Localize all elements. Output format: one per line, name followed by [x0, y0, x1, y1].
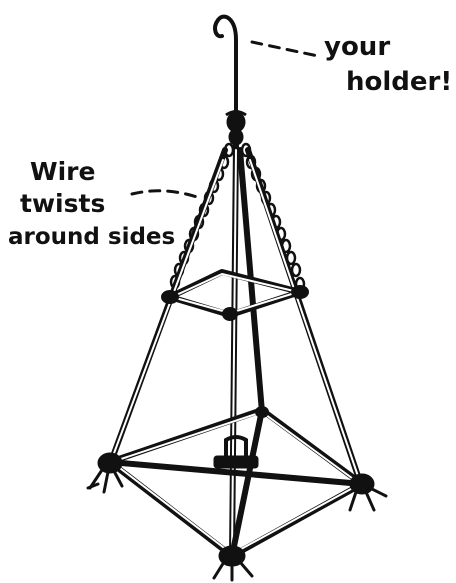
wire-label-line2: twists — [20, 189, 105, 218]
wire-label-line1: Wire — [30, 157, 95, 186]
wire-label-line3: around sides — [8, 224, 175, 250]
leader-line-holder — [252, 42, 318, 56]
corner-knot-front — [214, 547, 252, 580]
holder-label-line2: holder! — [346, 67, 452, 97]
leader-line-wire — [132, 191, 200, 198]
corner-knot-left — [88, 454, 122, 492]
corner-knot-right — [350, 475, 386, 510]
corner-knot-back — [255, 406, 269, 418]
holder-label-line1: your — [324, 32, 390, 62]
hook — [215, 17, 236, 120]
